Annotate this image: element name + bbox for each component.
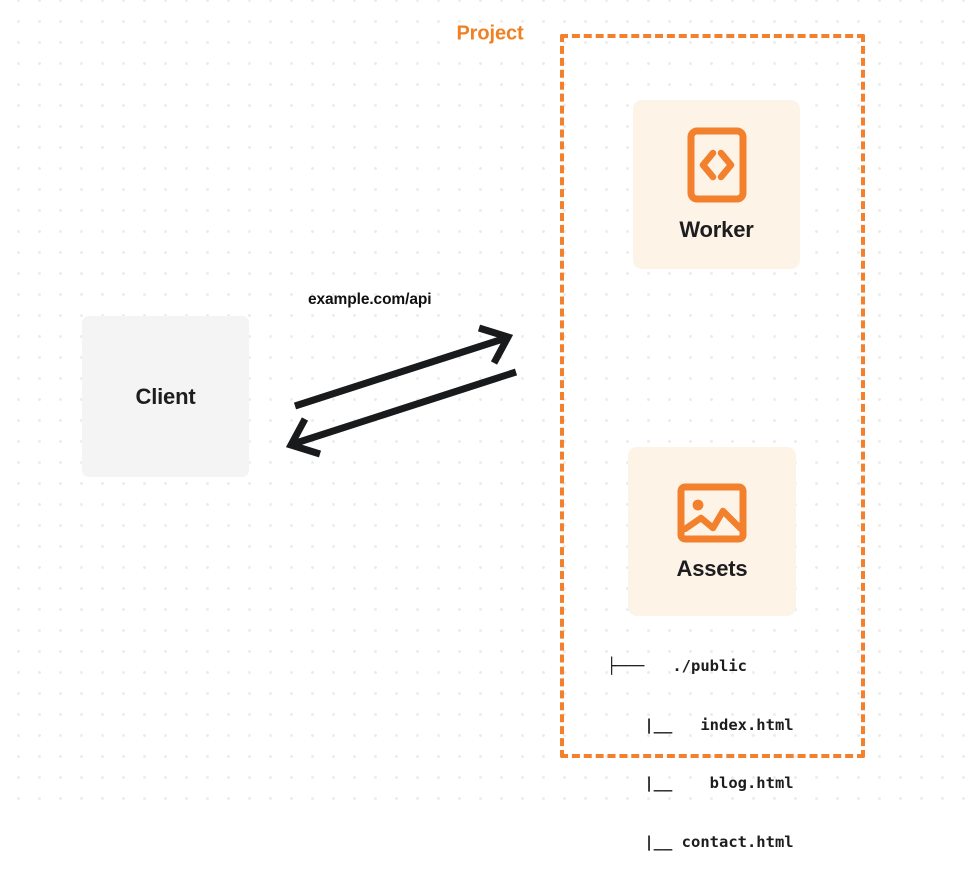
code-brackets-icon <box>687 127 747 203</box>
project-boundary <box>560 34 865 758</box>
request-url-label: example.com/api <box>308 291 432 308</box>
tree-row: |__ contact.html <box>607 832 794 851</box>
worker-node[interactable]: Worker <box>633 100 800 269</box>
tree-row: |__ blog.html <box>607 774 794 792</box>
client-node[interactable]: Client <box>82 316 249 477</box>
tree-row: |__ index.html <box>607 715 794 734</box>
asset-file-tree: ├─── ./public |__ index.html |__ blog.ht… <box>607 618 794 872</box>
tree-row: ├─── ./public <box>607 657 747 675</box>
project-title: Project <box>449 22 531 46</box>
worker-label: Worker <box>679 216 754 242</box>
client-label: Client <box>135 383 196 409</box>
image-icon <box>677 482 747 544</box>
assets-node[interactable]: Assets <box>628 447 796 616</box>
assets-label: Assets <box>676 555 748 581</box>
